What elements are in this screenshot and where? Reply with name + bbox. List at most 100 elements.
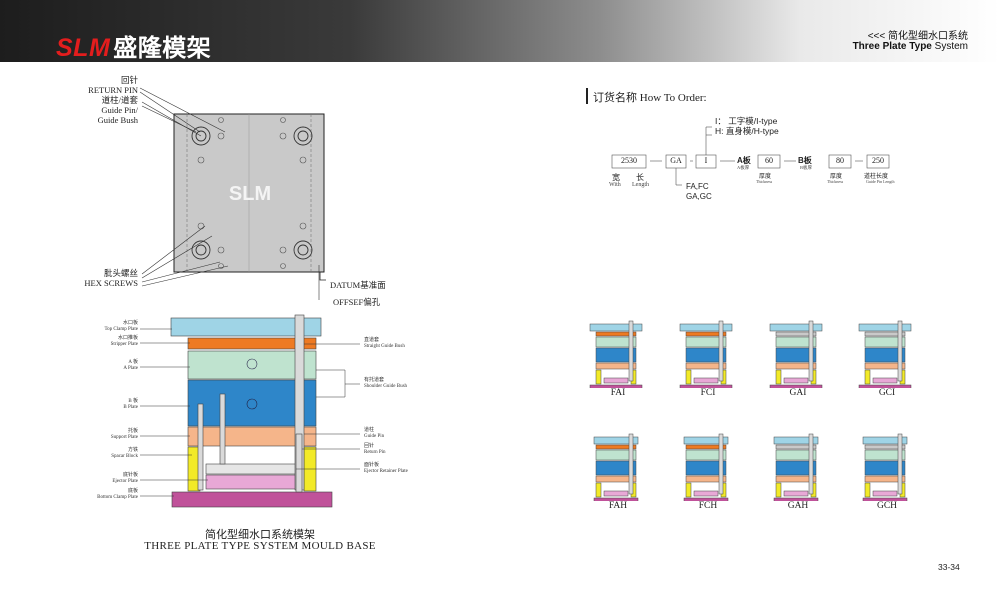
variant-plate — [775, 331, 817, 337]
variant-plate — [693, 490, 719, 497]
variant-diagram-fch — [683, 433, 729, 501]
variant-plate — [685, 331, 727, 337]
hex-screws-label-en: HEX SCREWS — [84, 278, 138, 288]
offset-label: OFFSEF偏孔 — [333, 297, 381, 307]
variant-plate — [872, 490, 898, 497]
variant-plate — [872, 377, 898, 384]
label-return-pin: Return Pin — [364, 450, 386, 455]
label-ejector: Ejector Plate — [112, 479, 138, 484]
variant-label-fai: FAI — [610, 388, 626, 398]
return-pin-label-cn: 回针 — [120, 75, 138, 85]
type-h-option: H: 直身模/H-type — [715, 126, 779, 136]
variant-plate — [685, 336, 727, 348]
variant-plate — [685, 475, 727, 483]
type-list-2: GA,GC — [686, 192, 712, 201]
variant-label-gai: GAI — [789, 388, 807, 398]
variant-diagram-fah — [593, 433, 639, 501]
variant-plate — [595, 336, 637, 348]
variant-plate — [775, 444, 817, 450]
variant-plate — [595, 482, 602, 498]
variant-plate — [775, 449, 817, 461]
order-box-type: I — [704, 156, 708, 165]
variant-plate — [773, 436, 819, 445]
variant-plate — [685, 362, 727, 370]
a-plate-tag: A板 — [737, 156, 751, 165]
order-box-size: 2530 — [621, 156, 637, 165]
variant-plate — [775, 336, 817, 348]
variant-guide-pin — [718, 433, 724, 495]
variant-plate — [775, 460, 817, 476]
variant-plate — [685, 444, 727, 450]
variant-plate — [864, 336, 906, 348]
variant-guide-pin — [897, 320, 903, 382]
section-view-leaders — [140, 328, 360, 497]
variant-plate — [775, 482, 782, 498]
variant-plate — [864, 444, 906, 450]
variant-plate — [783, 377, 809, 384]
variant-plate — [858, 323, 912, 332]
variant-plate — [769, 384, 823, 388]
caption-en: THREE PLATE TYPE SYSTEM MOULD BASE — [144, 540, 376, 552]
header-subtitle-en: Three Plate Type System — [852, 41, 968, 52]
label-support: Support Plate — [110, 435, 138, 440]
variant-guide-pin — [718, 320, 724, 382]
variant-plate — [595, 460, 637, 476]
order-box-b-thickness: 80 — [836, 156, 844, 165]
variant-diagram-gch — [862, 433, 908, 501]
variant-plate — [775, 475, 817, 483]
label-spacer: Spacar Block — [111, 454, 138, 459]
order-box-series: GA — [670, 156, 682, 165]
order-box-a-thickness: 60 — [765, 156, 773, 165]
guide-label-cn: 道柱/道套 — [101, 95, 138, 105]
variant-plate — [864, 460, 906, 476]
header-subtitle-cn: <<< 简化型细水口系统 — [867, 31, 968, 42]
variant-diagram-fci — [679, 320, 733, 388]
variant-plate — [603, 490, 629, 497]
label-b-plate: B Plate — [123, 405, 138, 410]
variant-plate — [679, 323, 733, 332]
variant-plate — [773, 497, 819, 501]
type-i-option: I： 工字模/I-type — [715, 116, 778, 126]
b-plate-tag: B板 — [798, 156, 812, 165]
variant-plate — [864, 347, 906, 363]
variant-plate — [685, 482, 692, 498]
variant-plate — [862, 497, 908, 501]
variant-plate — [775, 362, 817, 370]
variant-plate — [775, 347, 817, 363]
variant-plate — [864, 369, 871, 385]
variant-label-gah: GAH — [787, 501, 809, 511]
variant-plate — [589, 384, 643, 388]
label-a-plate: A Plate — [123, 366, 138, 371]
variant-label-gci: GCI — [878, 388, 896, 398]
datum-label: DATUM基准面 — [330, 280, 386, 290]
variant-diagram-gai — [769, 320, 823, 388]
order-code-diagram — [611, 126, 890, 186]
variant-plate — [595, 331, 637, 337]
variant-plate — [685, 460, 727, 476]
variant-plate — [864, 449, 906, 461]
return-pin-label-en: RETURN PIN — [88, 85, 138, 95]
mould-top-view: SLM — [173, 113, 326, 281]
label-guide-pin: Guide Pin — [364, 434, 385, 439]
order-title-bar — [586, 88, 588, 104]
header-banner — [0, 0, 1000, 62]
label-top-clamp: Top Clamp Plate — [104, 327, 138, 332]
type-list-1: FA,FC — [686, 182, 709, 191]
variant-label-fch: FCH — [698, 501, 718, 511]
order-box-guide-length: 250 — [872, 156, 884, 165]
hex-screws-label-cn: 肶头螺丝 — [103, 268, 138, 278]
variant-plate — [769, 323, 823, 332]
top-view-leaders — [139, 87, 320, 300]
variant-plate — [864, 475, 906, 483]
variant-plate — [603, 377, 629, 384]
variant-plate — [685, 347, 727, 363]
variant-plate — [595, 369, 602, 385]
variant-guide-pin — [808, 320, 814, 382]
variant-label-fah: FAH — [608, 501, 628, 511]
variant-plate — [864, 362, 906, 370]
variant-guide-pin — [628, 320, 634, 382]
variant-plate — [589, 323, 643, 332]
variant-plate — [593, 497, 639, 501]
variant-label-fci: FCI — [700, 388, 716, 398]
variant-plate — [864, 482, 871, 498]
